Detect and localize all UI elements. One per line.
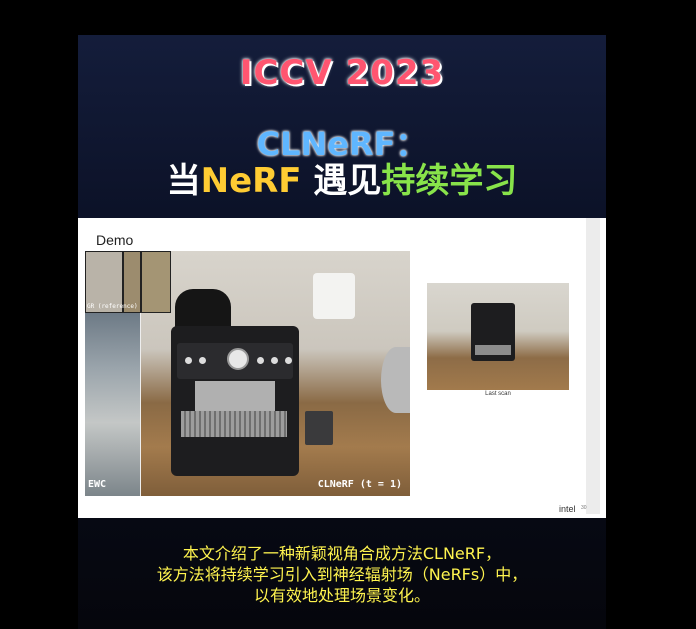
knob-icon	[271, 357, 278, 364]
pressure-gauge-icon	[227, 348, 249, 370]
caption-line-3: 以有效地处理场景变化。	[253, 586, 430, 605]
drip-tray-image	[181, 411, 287, 437]
tagline-part-1: 当	[166, 161, 201, 201]
knob-icon	[199, 357, 206, 364]
paper-tagline: 当NeRF 遇见持续学习	[78, 153, 606, 202]
jar-image	[313, 273, 355, 319]
slide-scrollbar[interactable]	[586, 218, 600, 514]
reference-thumbnail-3	[141, 251, 171, 313]
video-frame: ICCV 2023 CLNeRF： 当NeRF 遇见持续学习 Demo	[78, 35, 606, 629]
caption-line-2: 该方法将持续学习引入到神经辐射场（NeRFs）中，	[156, 565, 528, 584]
tagline-nerf: NeRF	[200, 161, 302, 201]
reference-thumbnail-2	[123, 251, 141, 313]
knob-icon	[257, 357, 264, 364]
drip-tray-thumbnail	[475, 345, 511, 355]
last-scan-caption: Last scan	[485, 391, 511, 397]
grinder-hopper-image	[175, 289, 231, 331]
knock-box-image	[305, 411, 333, 445]
subtitle-caption: 本文介绍了一种新颖视角合成方法CLNeRF， 该方法将持续学习引入到神经辐射场（…	[78, 543, 606, 606]
presentation-slide: Demo GR (reference) EWC CLNeRF (t	[78, 218, 606, 518]
group-head-image	[195, 381, 275, 413]
intel-logo: intel	[559, 504, 576, 514]
pan-image	[381, 347, 410, 413]
tagline-part-3: 遇见	[301, 161, 382, 201]
tagline-continual-learning: 持续学习	[381, 161, 518, 201]
slide-number: 30	[581, 505, 587, 511]
knob-icon	[185, 357, 192, 364]
caption-line-1: 本文介绍了一种新颖视角合成方法CLNeRF，	[182, 544, 502, 563]
knob-icon	[285, 357, 292, 364]
reference-label: GR (reference)	[87, 303, 138, 310]
conference-title: ICCV 2023	[239, 53, 445, 93]
slide-heading: Demo	[96, 232, 134, 248]
ewc-render	[85, 313, 141, 496]
clnerf-label: CLNeRF (t = 1)	[317, 479, 402, 490]
last-scan-image	[427, 283, 569, 390]
demo-video[interactable]: GR (reference) EWC CLNeRF (t = 1)	[85, 251, 410, 496]
reference-thumbnail	[85, 251, 123, 313]
ewc-label: EWC	[88, 479, 107, 490]
view-divider	[140, 313, 141, 496]
paper-title: CLNeRF：	[256, 125, 428, 163]
